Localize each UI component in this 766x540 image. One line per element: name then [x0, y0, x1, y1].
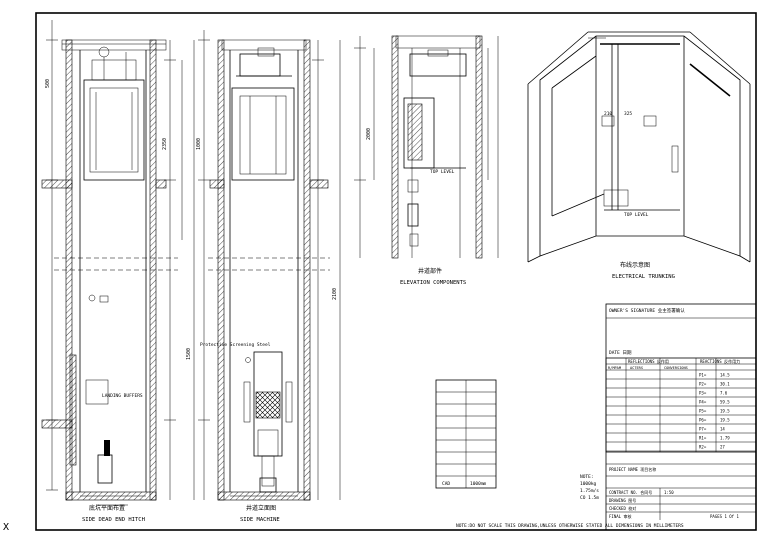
side-note-4: CO 1.5m	[580, 495, 599, 501]
corner-mark: X	[3, 522, 9, 533]
reaction-key: P6=	[699, 418, 707, 423]
elevation-title-en: ELEVATION COMPONENTS	[400, 280, 466, 286]
side-machine-label-2100: 2100	[332, 288, 338, 300]
view-side-dead-end: 500 2350 1500 LANDING BUFFERS 底坑平面布置 SID…	[41, 20, 195, 523]
title-block: OWNER'S SIGNATURE 业主签署确认 DATE 日期 REFLECT…	[605, 303, 757, 531]
side-machine-protective-screen: Protective Screening Steel	[200, 342, 271, 348]
side-notes: NOTE: 1000kg 1.75m/s CO 1.5m	[580, 474, 599, 501]
reaction-key: P2=	[699, 382, 707, 387]
side-note-1: NOTE:	[580, 474, 594, 480]
reaction-key: P4=	[699, 400, 707, 405]
reaction-value: 27	[720, 445, 725, 450]
reaction-key: R1=	[699, 436, 707, 441]
reaction-value: 1.79	[720, 436, 730, 441]
trunking-label-325: 325	[624, 111, 632, 117]
owner-signature: OWNER'S SIGNATURE 业主签署确认	[609, 307, 685, 314]
side-dead-end-label-500: 500	[45, 79, 51, 88]
schedule-footer-left: CAD	[442, 481, 450, 487]
side-dead-end-title-cn: 底坑平面布置	[89, 504, 125, 512]
drawing-no: DRAWING 图号	[609, 497, 636, 503]
trunking-title-cn: 布线示意图	[620, 261, 650, 269]
reflections-header: REFLECTIONS 反作用	[628, 358, 669, 364]
scale-value: 1:50	[664, 490, 674, 495]
trunking-top-level: TOP LEVEL	[624, 212, 649, 218]
elevation-label-2000: 2000	[366, 128, 372, 140]
reaction-value: 19.5	[720, 418, 730, 423]
col-3: CONVERSIONS	[664, 366, 688, 370]
view-side-machine: Protective Screening Steel 2100 1000 井道立…	[196, 30, 341, 523]
contract-no: CONTRACT NO. 合同号	[609, 489, 652, 495]
reaction-value: 19.5	[720, 409, 730, 414]
view-elevation: TOP LEVEL 2000 井道部件 ELEVATION COMPONENTS	[354, 35, 499, 286]
side-note-2: 1000kg	[580, 481, 597, 487]
side-machine-title-cn: 井道立面图	[246, 504, 276, 512]
reaction-value: 14	[720, 427, 725, 432]
reaction-key: P5=	[699, 409, 707, 414]
footer-note: NOTE:DO NOT SCALE THIS DRAWING,UNLESS OT…	[456, 523, 684, 529]
reaction-value: 7.6	[720, 391, 728, 396]
view-trunking: 210 325 TOP LEVEL 布线示意图 ELECTRICAL TRUNK…	[527, 31, 751, 280]
reaction-value: 59.5	[720, 400, 730, 405]
side-machine-title-en: SIDE MACHINE	[240, 517, 280, 523]
pages: PAGES 1 Of 1	[710, 514, 739, 519]
reaction-rows: P1=14.5P2=30.1P3=7.6P4=59.5P5=19.5P6=19.…	[606, 373, 756, 452]
col-1: R/MPAM	[608, 366, 622, 370]
checked-by: CHECKED 校对	[609, 505, 636, 511]
date-label: DATE 日期	[609, 350, 632, 356]
trunking-title-en: ELECTRICAL TRUNKING	[612, 274, 675, 280]
reaction-value: 14.5	[720, 373, 730, 378]
elevation-title-cn: 井道部件	[418, 267, 442, 275]
final-by: FINAL 审核	[609, 513, 631, 519]
reaction-value: 30.1	[720, 382, 730, 387]
side-machine-label-1000: 1000	[196, 138, 202, 150]
schedule-footer-right: 1000mm	[470, 481, 487, 487]
side-dead-end-label-2350: 2350	[162, 138, 168, 150]
side-dead-end-label-1500: 1500	[186, 348, 192, 360]
project-name: PROJECT NAME 项目名称	[609, 466, 656, 472]
elevation-top-level: TOP LEVEL	[430, 169, 455, 175]
col-2: ACTERS	[630, 366, 643, 370]
trunking-label-210: 210	[604, 111, 612, 117]
reaction-key: P1=	[699, 373, 707, 378]
side-note-3: 1.75m/s	[580, 488, 599, 494]
side-dead-end-title-en: SIDE DEAD END HITCH	[82, 517, 145, 523]
reaction-key: P3=	[699, 391, 707, 396]
reaction-key: R2=	[699, 445, 707, 450]
schedule-grid: CAD 1000mm	[435, 379, 497, 489]
reactions-header: REACTIONS 反作用力	[700, 358, 740, 364]
sheet-border	[35, 12, 757, 531]
side-dead-end-landing-buffer: LANDING BUFFERS	[102, 393, 143, 399]
reaction-key: P7=	[699, 427, 707, 432]
